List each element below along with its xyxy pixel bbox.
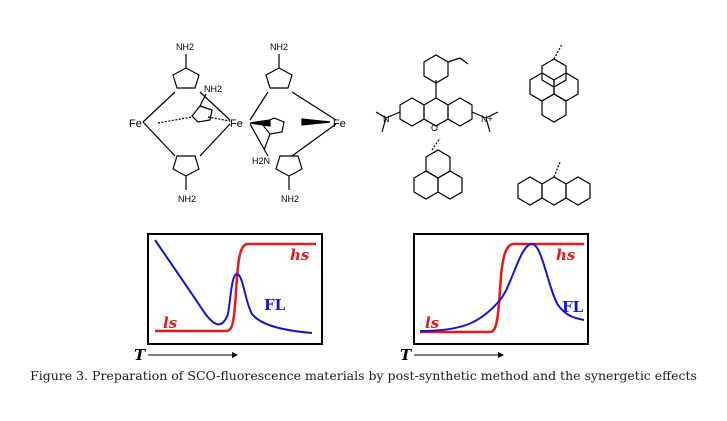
anthracene-structure [517, 161, 591, 206]
fe-label-left: Fe [129, 118, 142, 130]
fl-label-right: FL [562, 298, 584, 316]
sco-plot-right: hs ls FL T [400, 233, 589, 364]
nh2-label-bottom-left: NH2 [178, 194, 196, 204]
nh2-label-top-right: NH2 [270, 42, 288, 52]
pyrene-structure [529, 43, 579, 123]
ls-label-left: ls [163, 314, 178, 332]
hs-label-right: hs [556, 246, 576, 264]
sco-plot-left: hs ls FL T [134, 233, 323, 364]
nh2-label-bottom-right: NH2 [281, 194, 299, 204]
t-arrowhead-left [232, 352, 238, 358]
hs-ls-transition-curve-left [155, 242, 316, 333]
t-axis-label-right: T [400, 346, 413, 364]
fl-label-left: FL [264, 296, 286, 314]
h2n-label-middle-right: H2N [252, 156, 270, 166]
oxygen-label: O [431, 123, 438, 133]
iron-triazole-labels: NH2 NH2 NH2 H2N NH2 NH2 Fe Fe Fe [129, 42, 346, 204]
ls-label-right: ls [425, 314, 440, 332]
phenanthrene-structure [413, 137, 463, 200]
iron-triazole-trimer-structure [142, 54, 337, 190]
plot-frame-right [413, 233, 589, 345]
nitrogen-label: N [383, 114, 390, 124]
hs-label-left: hs [290, 246, 310, 264]
fe-label-center: Fe [230, 118, 243, 130]
rhodamine-labels: O N N+ [383, 114, 493, 133]
nitrogen-plus-label: N+ [481, 114, 493, 124]
fluorescence-curve-left [154, 239, 313, 334]
figure-caption: Figure 3. Preparation of SCO-fluorescenc… [30, 368, 697, 383]
fluorescence-curve-right [419, 242, 585, 332]
t-axis-label-left: T [134, 346, 147, 364]
nh2-label-top-left: NH2 [176, 42, 194, 52]
rhodamine-structure [375, 54, 499, 133]
fe-label-right: Fe [333, 118, 346, 130]
t-arrowhead-right [498, 352, 504, 358]
nh2-label-middle-left: NH2 [204, 84, 222, 94]
hs-ls-transition-curve-right [420, 242, 584, 334]
plot-frame-left [147, 233, 323, 345]
